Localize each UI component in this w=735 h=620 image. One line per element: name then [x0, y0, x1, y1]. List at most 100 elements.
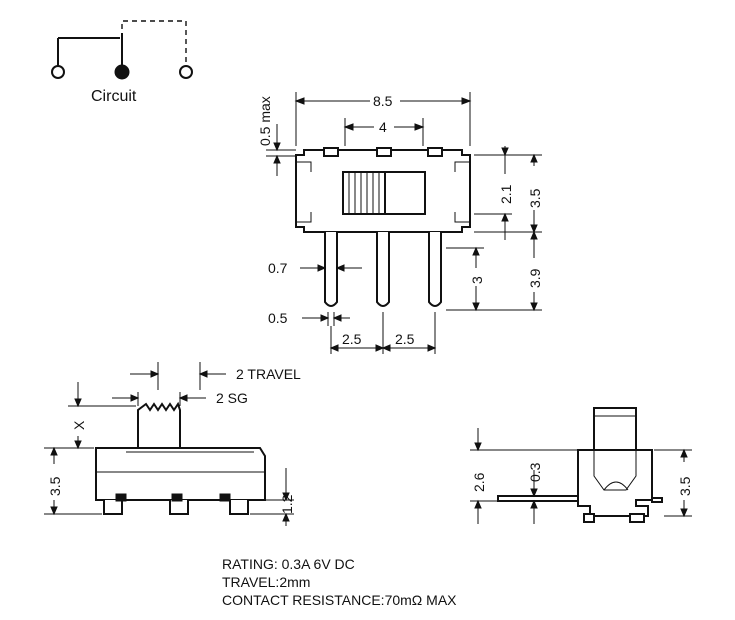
arrow	[474, 442, 482, 452]
side-lead-stub	[651, 497, 663, 503]
front-pin	[171, 493, 183, 502]
arrow	[50, 446, 58, 456]
side-actuator	[593, 407, 637, 451]
dim-body-height: 2.1	[498, 184, 514, 204]
body-corner-mark	[454, 212, 470, 223]
arrow	[317, 264, 327, 272]
arrow	[474, 499, 482, 509]
body-corner-mark	[454, 161, 470, 172]
front-view: 2 TRAVEL 2 SG X 3.5 1.2	[44, 362, 301, 526]
specifications: RATING: 0.3A 6V DC TRAVEL:2mm CONTACT RE…	[222, 556, 457, 608]
arrow	[335, 264, 345, 272]
pin-right	[428, 232, 442, 307]
actuator-knob	[137, 401, 181, 448]
arrow	[130, 394, 140, 402]
arrow	[381, 344, 391, 352]
side-cavity	[593, 450, 637, 491]
arrow	[530, 499, 538, 509]
circuit-label: Circuit	[91, 88, 137, 105]
dim-pitch-right: 2.5	[395, 331, 415, 347]
body-tab-left	[323, 147, 339, 157]
spec-travel: TRAVEL:2mm	[222, 574, 310, 590]
side-lead	[497, 495, 579, 502]
arrow	[282, 492, 290, 502]
dim-pitch-left: 2.5	[342, 331, 362, 347]
dim-travel: 2 TRAVEL	[236, 366, 301, 382]
dim-pin-span: 4	[379, 119, 387, 135]
dim-lead-height: 2.6	[471, 472, 487, 492]
arrow	[320, 314, 330, 322]
arrow	[343, 123, 354, 131]
arrow	[74, 398, 82, 408]
dim-pin-width: 0.7	[268, 260, 288, 276]
arrow	[329, 344, 339, 352]
arrow	[530, 230, 538, 240]
dim-foot-height: 1.2	[279, 494, 295, 514]
arrow	[332, 314, 342, 322]
dim-x: X	[71, 420, 87, 430]
arrow	[427, 344, 437, 352]
side-contact	[603, 481, 629, 491]
arrow	[501, 212, 509, 222]
arrow	[461, 97, 472, 105]
top-view: 8.5 4 0.5 max 2.1 3.5	[257, 92, 543, 354]
dim-width-total: 8.5	[373, 93, 393, 109]
arrow	[680, 448, 688, 458]
front-pin	[219, 493, 231, 502]
front-pin	[115, 493, 127, 502]
arrow	[198, 370, 208, 378]
arrow	[414, 123, 425, 131]
arrow	[680, 508, 688, 518]
dim-front-height: 3.5	[47, 476, 63, 496]
dim-pin-gap: 0.5	[268, 310, 288, 326]
front-body	[95, 447, 266, 501]
circuit-right-terminal	[179, 65, 193, 79]
dim-total-height: 3.5	[527, 188, 543, 208]
dim-lead-thickness: 0.3	[527, 462, 543, 482]
body-tab-right	[427, 147, 443, 157]
front-foot	[169, 500, 189, 515]
arrow	[50, 506, 58, 516]
arrow	[150, 370, 160, 378]
arrow	[530, 224, 538, 234]
arrow	[178, 394, 188, 402]
arrow	[530, 153, 538, 163]
arrow	[273, 142, 281, 152]
arrow	[501, 147, 509, 157]
dim-side-height: 3.5	[677, 476, 693, 496]
arrow	[282, 512, 290, 522]
side-foot	[629, 513, 645, 523]
arrow	[472, 302, 480, 312]
circuit-left-terminal	[51, 65, 65, 79]
arrow	[530, 302, 538, 312]
switch-body	[295, 149, 471, 233]
side-foot	[583, 513, 595, 523]
arrow	[530, 488, 538, 498]
arrow	[294, 97, 305, 105]
front-foot	[103, 500, 123, 515]
circuit-common-terminal	[114, 64, 130, 80]
circuit-alt-position	[121, 20, 187, 66]
pin-left	[324, 232, 338, 307]
spec-contact-resistance: CONTACT RESISTANCE:70mΩ MAX	[222, 592, 457, 608]
body-corner-mark	[296, 212, 312, 223]
arrow	[375, 344, 385, 352]
side-body	[577, 449, 653, 517]
front-foot	[229, 500, 249, 515]
arrow	[472, 246, 480, 256]
arrow	[74, 440, 82, 450]
dim-pin-length: 3	[469, 276, 485, 284]
pin-middle	[376, 232, 390, 307]
dim-tab-max: 0.5 max	[257, 96, 273, 146]
dim-sg: 2 SG	[216, 390, 248, 406]
circuit-symbol: Circuit	[51, 20, 193, 105]
body-corner-mark	[296, 161, 312, 172]
dim-pin-total: 3.9	[527, 268, 543, 288]
spec-rating: RATING: 0.3A 6V DC	[222, 556, 355, 572]
side-view: 2.6 0.3 3.5	[470, 407, 693, 524]
body-tab-middle	[376, 147, 392, 157]
slider-knob	[342, 171, 386, 215]
arrow	[273, 154, 281, 164]
